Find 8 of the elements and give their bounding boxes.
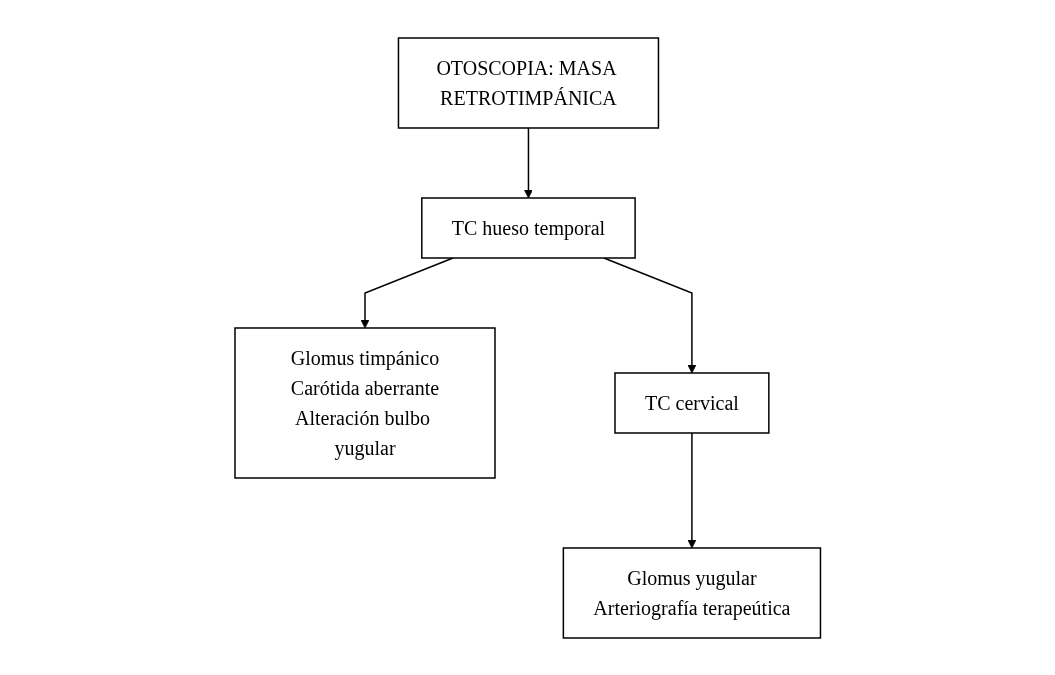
node-box: TC cervical — [614, 371, 770, 434]
node-box: TC hueso temporal — [420, 196, 636, 259]
arrow — [360, 256, 454, 328]
node-box: Glomus timpánico Carótida aberrante Alteración bulbo yugular — [234, 326, 496, 479]
arrow — [687, 431, 697, 548]
node-box: OTOSCOPIA: MASA RETROTIMPÁNICA — [397, 36, 659, 129]
node-box: Glomus yugular Arteriografía terapeútica — [562, 546, 821, 639]
arrow — [523, 126, 533, 198]
